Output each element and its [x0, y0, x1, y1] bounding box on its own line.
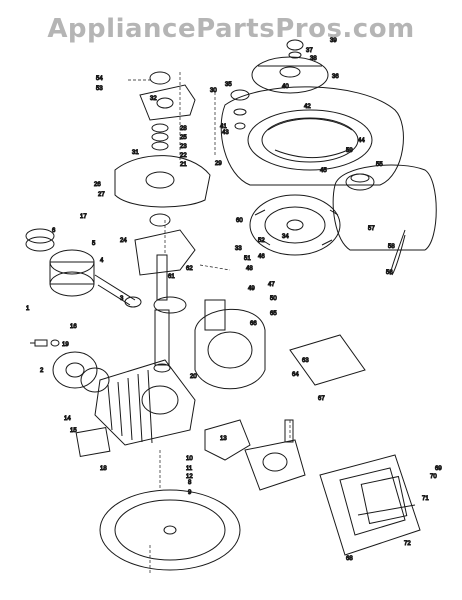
callout-41: 41: [220, 124, 227, 130]
callout-19: 19: [62, 342, 69, 348]
callout-21: 21: [180, 162, 187, 168]
callout-38: 38: [310, 56, 317, 62]
callout-59: 59: [346, 148, 353, 154]
callout-37: 37: [306, 48, 313, 54]
callout-23: 23: [180, 144, 187, 150]
callout-10: 10: [186, 456, 193, 462]
flywheel: [249, 194, 341, 256]
callout-27: 27: [98, 192, 105, 198]
callout-69: 69: [435, 466, 442, 472]
callout-8: 8: [188, 480, 192, 486]
callout-28: 28: [180, 126, 187, 132]
spark-plug: [30, 339, 60, 347]
carburetor: [204, 419, 306, 491]
callout-39: 39: [330, 38, 337, 44]
callout-63: 63: [302, 358, 309, 364]
leader-lines: [128, 70, 291, 575]
bearing-plate: [114, 155, 211, 227]
callout-1: 1: [26, 306, 30, 312]
muffler: [194, 299, 266, 390]
callout-22: 22: [180, 153, 187, 159]
callout-25: 25: [180, 135, 187, 141]
callout-35: 35: [225, 82, 232, 88]
callout-56: 56: [386, 270, 393, 276]
callout-4: 4: [100, 258, 104, 264]
callout-6: 6: [52, 228, 56, 234]
fuel-line: [389, 229, 406, 276]
callout-71: 71: [422, 496, 429, 502]
callout-20: 20: [190, 374, 197, 380]
piston-assembly: [25, 228, 142, 308]
callout-62: 62: [186, 266, 193, 272]
gasket-main: [134, 229, 196, 276]
washer-stack: [230, 89, 250, 130]
callout-labels: 5453282523222130241765432116192026272931…: [26, 38, 443, 563]
callout-51: 51: [244, 256, 251, 262]
callout-12: 12: [186, 474, 193, 480]
callout-55: 55: [376, 162, 383, 168]
callout-48: 48: [246, 266, 253, 272]
callout-57: 57: [368, 226, 375, 232]
callout-64: 64: [292, 372, 299, 378]
callout-31: 31: [132, 150, 139, 156]
callout-67: 67: [318, 396, 325, 402]
crankcase-cover: [52, 351, 110, 393]
callout-45: 45: [320, 168, 327, 174]
callout-17: 17: [80, 214, 87, 220]
callout-24: 24: [120, 238, 127, 244]
callout-15: 15: [70, 428, 77, 434]
callout-46: 46: [258, 254, 265, 260]
top-cover: [251, 39, 329, 94]
callout-32: 32: [150, 96, 157, 102]
callout-5: 5: [92, 241, 96, 247]
callout-65: 65: [270, 311, 277, 317]
manual-card: [289, 334, 366, 386]
air-cleaner-base: [139, 71, 196, 121]
callout-47: 47: [268, 282, 275, 288]
base-plate: [99, 489, 241, 571]
callout-13: 13: [220, 436, 227, 442]
callout-52: 52: [258, 238, 265, 244]
o-rings: [151, 123, 169, 151]
watermark-text: AppliancePartsPros.com: [47, 14, 415, 44]
callout-54: 54: [96, 76, 103, 82]
callout-33: 33: [235, 246, 242, 252]
callout-16: 16: [70, 324, 77, 330]
callout-43: 43: [222, 130, 229, 136]
crankshaft: [153, 254, 187, 373]
callout-44: 44: [358, 138, 365, 144]
air-filter: [319, 454, 421, 556]
callout-70: 70: [430, 474, 437, 480]
callout-3: 3: [120, 296, 124, 302]
intake-gasket: [75, 426, 111, 458]
callout-18: 18: [100, 466, 107, 472]
callout-36: 36: [332, 74, 339, 80]
callout-61: 61: [168, 274, 175, 280]
callout-40: 40: [282, 84, 289, 90]
callout-66: 66: [250, 321, 257, 327]
callout-34: 34: [282, 234, 289, 240]
callout-42: 42: [304, 104, 311, 110]
callout-53: 53: [96, 86, 103, 92]
callout-14: 14: [64, 416, 71, 422]
callout-60: 60: [236, 218, 243, 224]
callout-50: 50: [270, 296, 277, 302]
callout-2: 2: [40, 368, 44, 374]
callout-49: 49: [248, 286, 255, 292]
callout-26: 26: [94, 182, 101, 188]
callout-29: 29: [215, 161, 222, 167]
callout-11: 11: [186, 466, 193, 472]
fuel-tank: [332, 164, 437, 276]
callout-72: 72: [404, 541, 411, 547]
callout-9: 9: [188, 490, 192, 496]
callout-68: 68: [346, 556, 353, 562]
callout-30: 30: [210, 88, 217, 94]
starter-housing: [220, 86, 404, 186]
callout-58: 58: [388, 244, 395, 250]
cylinder: [94, 359, 196, 446]
